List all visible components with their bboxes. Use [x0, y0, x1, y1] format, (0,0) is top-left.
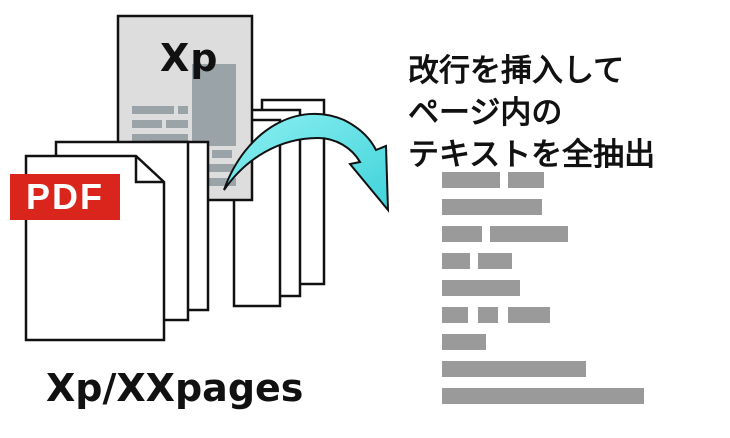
text-line	[442, 280, 520, 296]
text-line	[508, 307, 550, 323]
extraction-heading: 改行を挿入して ページ内の テキストを全抽出	[408, 50, 655, 176]
text-line	[490, 226, 568, 242]
image-block	[192, 64, 236, 146]
text-line	[478, 307, 498, 323]
text-line	[442, 172, 500, 188]
text-line	[478, 253, 512, 269]
heading-line: ページ内の	[408, 95, 563, 131]
text-line	[442, 226, 482, 242]
page-count-caption: Xp/XXpages	[46, 366, 304, 410]
text-line	[442, 253, 470, 269]
text-line	[442, 307, 468, 323]
page-fold	[134, 156, 164, 184]
curved-arrow-icon	[223, 112, 390, 213]
extracted-text-blocks	[442, 172, 644, 404]
pdf-badge: PDF	[10, 174, 120, 220]
text-line	[442, 388, 644, 404]
text-line	[442, 199, 542, 215]
text-line	[442, 361, 586, 377]
text-line	[442, 334, 486, 350]
source-doc-label: Xp	[160, 36, 219, 80]
front-pages	[24, 140, 210, 342]
text-line	[508, 172, 544, 188]
heading-line: テキストを全抽出	[408, 137, 656, 173]
heading-line: 改行を挿入して	[408, 53, 625, 89]
